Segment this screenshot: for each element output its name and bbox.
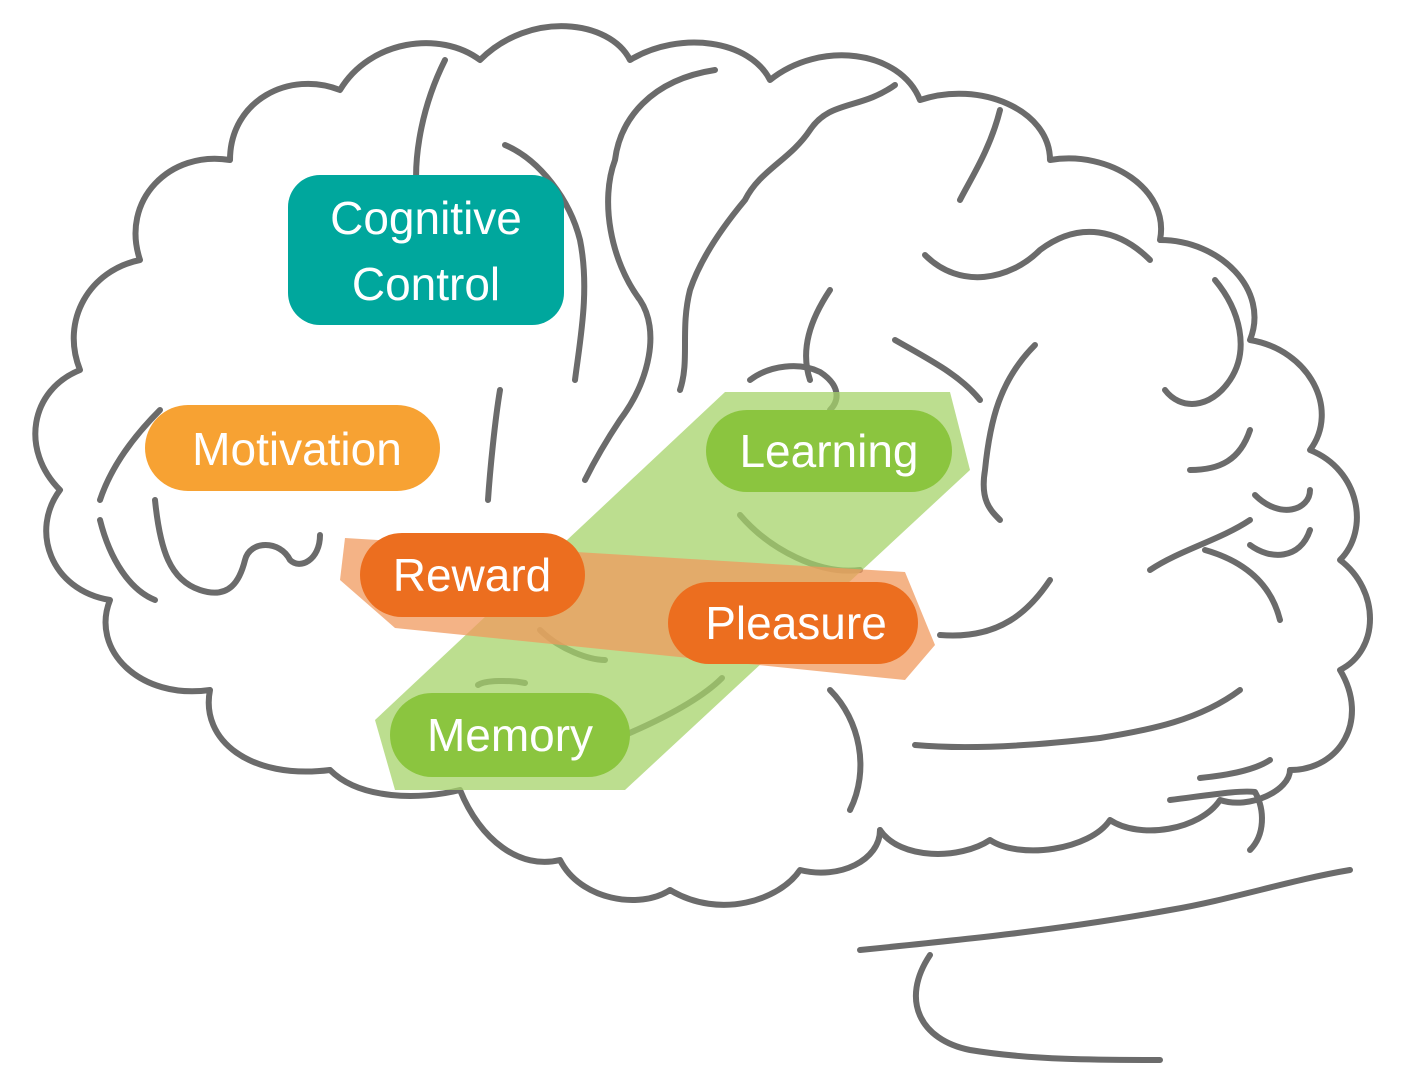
cerebellum-fold-2 bbox=[912, 735, 1103, 751]
learning-node: Learning bbox=[706, 410, 952, 492]
fold-temporal-1 bbox=[1147, 517, 1253, 573]
fold-parietal-4 bbox=[892, 337, 983, 403]
fold-occipital-3 bbox=[1252, 487, 1313, 513]
cognitive-control-label-line2: Control bbox=[352, 258, 500, 310]
fold-central-2 bbox=[677, 82, 898, 393]
fold-frontal-3 bbox=[485, 387, 503, 503]
fold-occipital-4 bbox=[1247, 527, 1313, 558]
fold-occipital-5 bbox=[1202, 547, 1283, 623]
pleasure-label: Pleasure bbox=[705, 597, 887, 649]
memory-node: Memory bbox=[390, 693, 630, 777]
cognitive-control-label-line1: Cognitive bbox=[330, 192, 522, 244]
cerebellum-fold-1 bbox=[1167, 788, 1265, 853]
motivation-node: Motivation bbox=[145, 405, 440, 491]
learning-pill bbox=[706, 410, 952, 492]
fold-parietal-2 bbox=[803, 287, 833, 383]
reward-label: Reward bbox=[393, 549, 552, 601]
fold-occipital-1 bbox=[1162, 277, 1244, 407]
fold-orbital-3 bbox=[97, 517, 158, 603]
cerebellum-fold-4 bbox=[1197, 757, 1273, 781]
memory-pill bbox=[390, 693, 630, 777]
fold-temporal-2 bbox=[937, 577, 1053, 639]
cognitive-control-box bbox=[288, 175, 564, 325]
cerebellum-fold-3 bbox=[1097, 687, 1243, 741]
cerebellum-contour bbox=[877, 767, 1293, 857]
fold-orbital-2 bbox=[152, 497, 323, 596]
motivation-label: Motivation bbox=[192, 423, 402, 475]
learning-label: Learning bbox=[739, 425, 918, 477]
fold-parietal-1 bbox=[922, 228, 1153, 281]
fold-temporal-4 bbox=[827, 687, 864, 813]
pleasure-node: Pleasure bbox=[668, 582, 918, 664]
fold-central-3 bbox=[957, 107, 1003, 203]
cerebrum-outer-contour bbox=[32, 23, 1373, 775]
fold-central-1 bbox=[582, 67, 718, 483]
motivation-pill bbox=[145, 405, 440, 491]
fold-frontal-2 bbox=[502, 142, 588, 383]
pleasure-pill bbox=[668, 582, 918, 664]
temporal-lobe-contour bbox=[327, 767, 883, 908]
fold-parietal-5 bbox=[980, 342, 1038, 523]
fold-orbital-1 bbox=[97, 407, 163, 503]
brainstem-upper bbox=[857, 867, 1353, 953]
memory-label: Memory bbox=[427, 709, 593, 761]
brain-outline-illustration bbox=[32, 23, 1373, 1063]
reward-node: Reward bbox=[360, 533, 585, 617]
cognitive-control-node: Cognitive Control bbox=[288, 175, 564, 325]
reward-pill bbox=[360, 533, 585, 617]
brainstem-lower bbox=[912, 952, 1163, 1063]
fold-occipital-2 bbox=[1187, 427, 1253, 473]
